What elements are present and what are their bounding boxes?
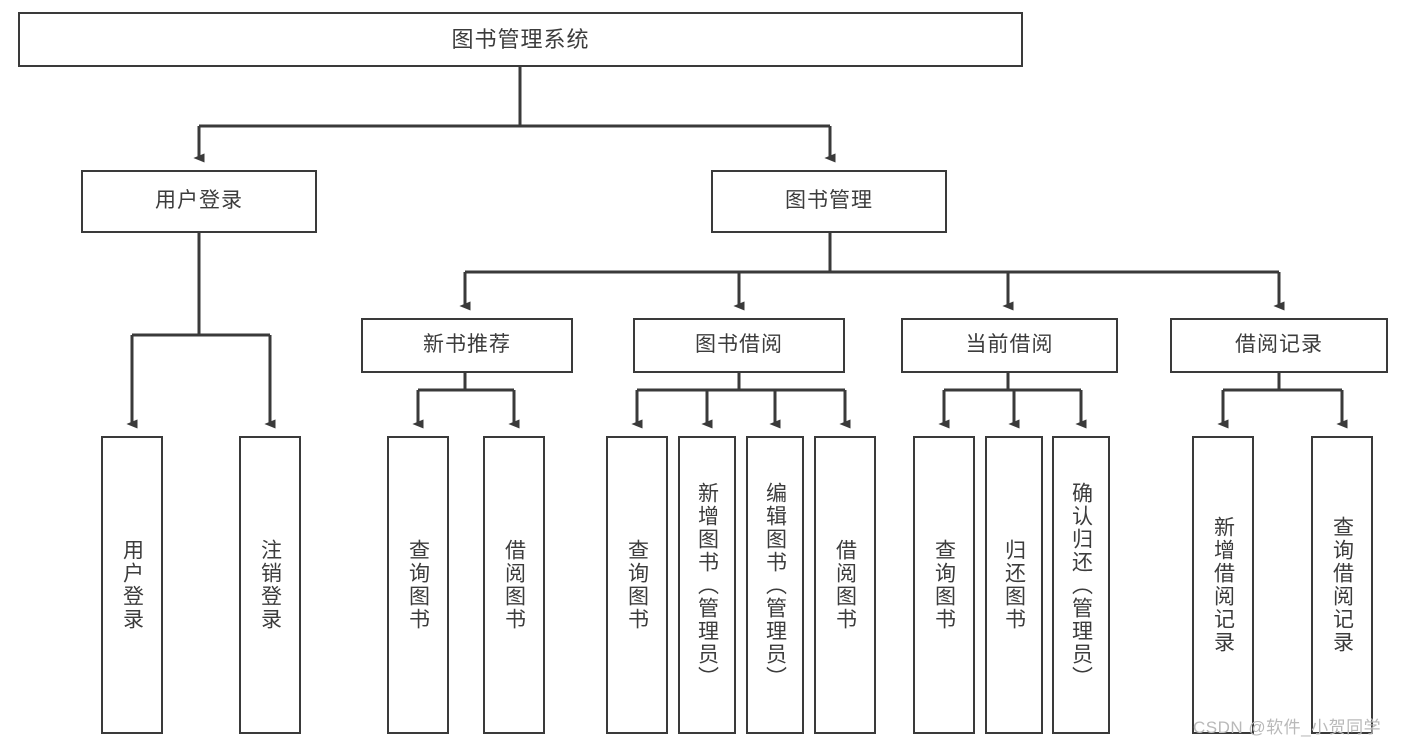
node-leaf-borrow-book-2-label: 借阅图书 [833,539,857,631]
node-leaf-query-book-3-label: 查询图书 [932,539,956,631]
node-leaf-add-borrow-record[interactable]: 新增借阅记录 [1192,436,1254,734]
node-borrow-record-label: 借阅记录 [1235,333,1323,357]
node-root-label: 图书管理系统 [451,26,590,52]
node-new-book-recommend-label: 新书推荐 [423,333,511,357]
node-leaf-edit-book-admin-label: 编辑图书（管理员） [763,481,787,689]
node-leaf-query-book-3[interactable]: 查询图书 [913,436,975,734]
node-leaf-confirm-return-admin-label: 确认归还（管理员） [1069,481,1093,689]
node-current-borrow-label: 当前借阅 [965,333,1054,357]
node-leaf-query-book-1-label: 查询图书 [406,539,430,631]
node-book-manage[interactable]: 图书管理 [711,170,947,233]
node-current-borrow[interactable]: 当前借阅 [901,318,1118,373]
node-leaf-borrow-book-2[interactable]: 借阅图书 [814,436,876,734]
node-user-login[interactable]: 用户登录 [81,170,317,233]
node-leaf-logout-label: 注销登录 [258,539,282,631]
node-book-borrow-label: 图书借阅 [695,333,783,357]
node-borrow-record[interactable]: 借阅记录 [1170,318,1388,373]
node-user-login-label: 用户登录 [155,189,243,213]
node-root[interactable]: 图书管理系统 [18,12,1023,67]
node-leaf-edit-book-admin[interactable]: 编辑图书（管理员） [746,436,804,734]
node-leaf-return-book-label: 归还图书 [1002,539,1026,631]
node-leaf-query-book-2-label: 查询图书 [625,539,649,631]
node-new-book-recommend[interactable]: 新书推荐 [361,318,573,373]
node-leaf-user-login-label: 用户登录 [120,539,144,631]
node-leaf-return-book[interactable]: 归还图书 [985,436,1043,734]
node-leaf-query-borrow-record-label: 查询借阅记录 [1330,516,1354,654]
node-leaf-borrow-book-1[interactable]: 借阅图书 [483,436,545,734]
watermark: CSDN @软件_小贺同学 [1193,718,1382,737]
node-book-borrow[interactable]: 图书借阅 [633,318,845,373]
node-leaf-add-borrow-record-label: 新增借阅记录 [1211,516,1235,654]
node-leaf-query-borrow-record[interactable]: 查询借阅记录 [1311,436,1373,734]
node-leaf-add-book-admin-label: 新增图书（管理员） [695,481,719,689]
node-leaf-borrow-book-1-label: 借阅图书 [502,539,526,631]
node-leaf-query-book-1[interactable]: 查询图书 [387,436,449,734]
node-leaf-logout[interactable]: 注销登录 [239,436,301,734]
node-leaf-user-login[interactable]: 用户登录 [101,436,163,734]
node-book-manage-label: 图书管理 [785,189,873,213]
node-leaf-add-book-admin[interactable]: 新增图书（管理员） [678,436,736,734]
node-leaf-confirm-return-admin[interactable]: 确认归还（管理员） [1052,436,1110,734]
node-leaf-query-book-2[interactable]: 查询图书 [606,436,668,734]
